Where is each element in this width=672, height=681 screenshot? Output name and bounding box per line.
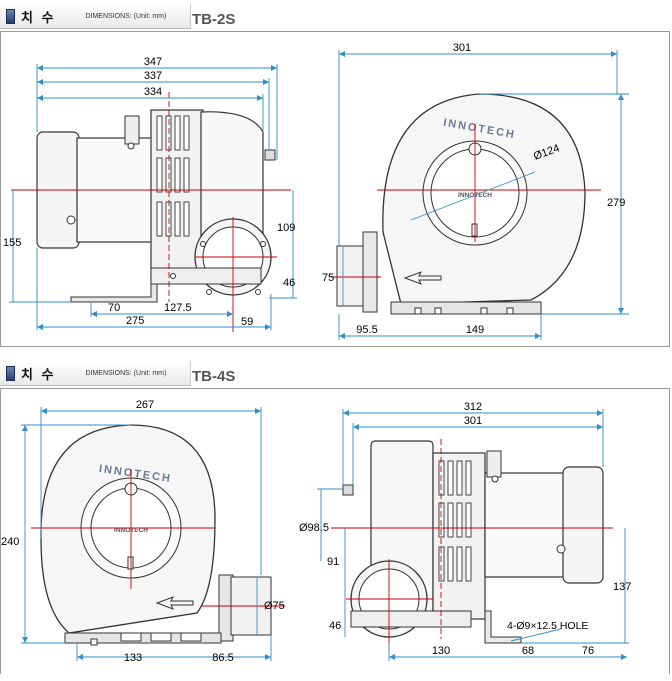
drawing-panel-tb2s: 347 337 334 155 109 46 70 127.5 275 59 I… xyxy=(0,31,670,347)
dim-149: 149 xyxy=(466,324,484,336)
dim-46: 46 xyxy=(283,277,295,289)
unit-note: DIMENSIONS: (Unit: mm) xyxy=(85,369,167,377)
dim-phi98-5: Ø98.5 xyxy=(299,522,329,534)
dim-279: 279 xyxy=(607,197,625,209)
dim-109: 109 xyxy=(277,222,295,234)
section-title-kr: 치 수 xyxy=(21,10,56,26)
dim-347: 347 xyxy=(144,56,162,68)
section-title-kr: 치 수 xyxy=(21,367,56,383)
tb2s-side-view: 347 337 334 155 109 46 70 127.5 275 59 xyxy=(3,56,297,332)
dim-phi75: Ø75 xyxy=(264,600,285,612)
dim-133: 133 xyxy=(124,652,142,664)
tb4s-front-view: INNOTECH INNOTECH 267 240 Ø75 133 8 xyxy=(1,399,285,664)
dim-86-5: 86.5 xyxy=(212,652,233,664)
section-marker-icon xyxy=(6,8,15,24)
dim-240: 240 xyxy=(1,536,19,548)
dim-46-b: 46 xyxy=(329,620,341,632)
model-label-tb2s: TB-2S xyxy=(192,11,236,28)
dim-59: 59 xyxy=(241,316,253,328)
tb2s-front-view: INNOTECH INNOTECH 301 279 Ø1 xyxy=(322,42,629,340)
hole-note: 4-Ø9×12.5 HOLE xyxy=(507,620,588,632)
dim-75: 75 xyxy=(322,272,334,284)
drawing-tb4s: INNOTECH INNOTECH 267 240 Ø75 133 8 xyxy=(1,399,631,664)
dim-70: 70 xyxy=(108,302,120,314)
dim-91: 91 xyxy=(327,556,339,568)
section-header-tb4s: 치 수 DIMENSIONS: (Unit: mm) xyxy=(0,361,191,386)
section-marker-icon xyxy=(6,365,15,381)
dim-155: 155 xyxy=(3,237,21,249)
dim-127-5: 127.5 xyxy=(164,302,192,314)
unit-note: DIMENSIONS: (Unit: mm) xyxy=(85,12,167,20)
drawing-panel-tb4s: INNOTECH INNOTECH 267 240 Ø75 133 8 xyxy=(0,388,670,674)
dim-267: 267 xyxy=(136,399,154,411)
section-header-tb2s: 치 수 DIMENSIONS: (Unit: mm) xyxy=(0,4,191,29)
dim-95-5: 95.5 xyxy=(356,324,377,336)
dim-301-side: 301 xyxy=(464,415,482,427)
dim-76: 76 xyxy=(582,645,594,657)
dim-301-top: 301 xyxy=(453,42,471,54)
tb4s-side-view: 312 301 Ø98.5 91 46 137 4-Ø9×12.5 HOLE 1… xyxy=(299,401,631,661)
dim-312: 312 xyxy=(464,401,482,413)
dim-130: 130 xyxy=(432,645,450,657)
dim-275: 275 xyxy=(126,315,144,327)
dim-334: 334 xyxy=(144,86,162,98)
dim-137: 137 xyxy=(613,581,631,593)
model-label-tb4s: TB-4S xyxy=(192,368,236,385)
dim-337: 337 xyxy=(144,70,162,82)
drawing-tb2s: 347 337 334 155 109 46 70 127.5 275 59 I… xyxy=(3,42,629,340)
dim-68: 68 xyxy=(522,645,534,657)
